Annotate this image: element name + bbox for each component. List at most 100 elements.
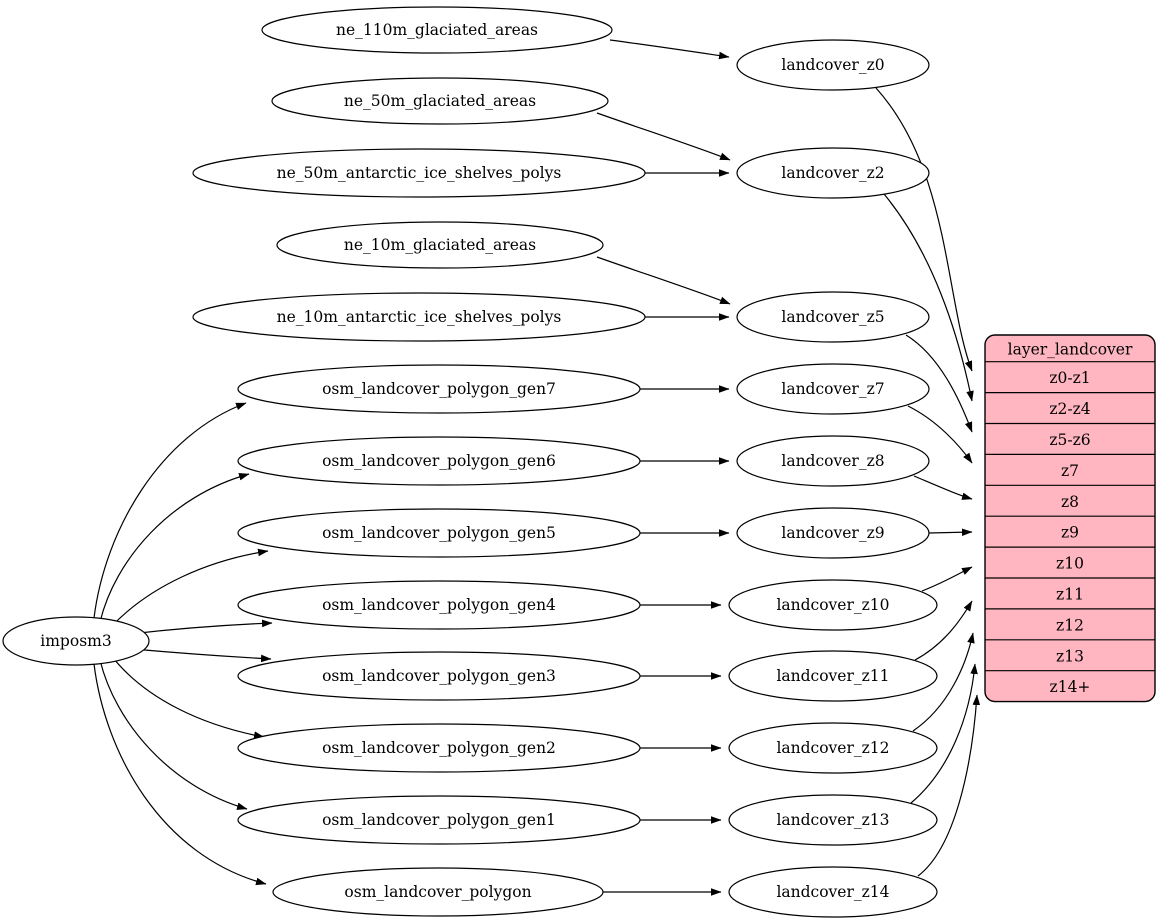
edge-ne-10m-glaciated-areas-to-landcover-z5 bbox=[596, 256, 731, 305]
table-row-z2-z4: z2-z4 bbox=[1049, 400, 1090, 418]
table-row-z13: z13 bbox=[1056, 647, 1084, 665]
node-landcover-z12: landcover_z12 bbox=[728, 722, 938, 774]
edge-imposm3-to-osm-landcover-polygon-gen1 bbox=[99, 659, 248, 810]
node-ellipse bbox=[261, 6, 613, 54]
node-label: landcover_z12 bbox=[776, 739, 889, 757]
edge-landcover-z13-to-layer-landcover-z13 bbox=[910, 663, 978, 804]
table-row-z7: z7 bbox=[1061, 462, 1079, 480]
edge-path bbox=[132, 648, 272, 663]
node-label: landcover_z0 bbox=[781, 56, 884, 74]
edge-path bbox=[129, 619, 273, 635]
node-label: landcover_z5 bbox=[781, 308, 884, 326]
edge-path bbox=[93, 402, 247, 619]
edge-path bbox=[914, 600, 973, 661]
node-label: ne_10m_glaciated_areas bbox=[344, 236, 536, 254]
node-label: osm_landcover_polygon bbox=[344, 883, 531, 901]
node-label: osm_landcover_polygon_gen5 bbox=[322, 524, 556, 542]
node-ellipse bbox=[237, 795, 641, 845]
edge-landcover-z2-to-layer-landcover-z2-z4 bbox=[883, 193, 974, 402]
node-osm-landcover-polygon-gen6: osm_landcover_polygon_gen6 bbox=[237, 436, 641, 486]
edge-imposm3-to-osm-landcover-polygon-gen6 bbox=[99, 473, 250, 623]
node-ellipse bbox=[736, 39, 930, 91]
node-label: landcover_z2 bbox=[781, 164, 884, 182]
table-row-z9: z9 bbox=[1061, 524, 1079, 542]
table-outline bbox=[984, 334, 1156, 703]
edge-path bbox=[93, 663, 267, 886]
node-ne-10m-antarctic-ice-shelves-polys: ne_10m_antarctic_ice_shelves_polys bbox=[192, 292, 646, 342]
node-ellipse bbox=[736, 363, 930, 415]
node-ellipse bbox=[736, 291, 930, 343]
edge-landcover-z12-to-layer-landcover-z12 bbox=[912, 632, 975, 732]
node-landcover-z9: landcover_z9 bbox=[736, 507, 930, 559]
node-label: ne_50m_antarctic_ice_shelves_polys bbox=[277, 164, 562, 182]
node-label: landcover_z9 bbox=[781, 524, 884, 542]
node-landcover-z11: landcover_z11 bbox=[728, 650, 938, 702]
table-layer-landcover: layer_landcoverz0-z1z2-z4z5-z6z7z8z9z10z… bbox=[984, 334, 1156, 703]
node-ellipse bbox=[736, 435, 930, 487]
edge-path bbox=[910, 663, 978, 804]
node-ellipse bbox=[237, 651, 641, 701]
edge-imposm3-to-osm-landcover-polygon-gen2 bbox=[109, 653, 265, 739]
node-ellipse bbox=[728, 794, 938, 846]
node-landcover-z13: landcover_z13 bbox=[728, 794, 938, 846]
edge-landcover-z14-to-layer-landcover-z14- bbox=[917, 694, 981, 877]
edge-path bbox=[905, 334, 973, 433]
node-landcover-z7: landcover_z7 bbox=[736, 363, 930, 415]
node-ellipse bbox=[728, 722, 938, 774]
node-landcover-z14: landcover_z14 bbox=[728, 866, 938, 918]
node-label: osm_landcover_polygon_gen7 bbox=[322, 380, 556, 398]
node-ellipse bbox=[271, 77, 609, 125]
table-row-z12: z12 bbox=[1056, 616, 1084, 634]
node-osm-landcover-polygon-gen4: osm_landcover_polygon_gen4 bbox=[237, 580, 641, 630]
node-ellipse bbox=[728, 579, 938, 631]
edge-path bbox=[928, 528, 973, 537]
node-ellipse bbox=[237, 364, 641, 414]
node-label: landcover_z14 bbox=[776, 883, 889, 901]
node-label: landcover_z8 bbox=[781, 452, 884, 470]
node-label: osm_landcover_polygon_gen1 bbox=[322, 811, 556, 829]
edge-imposm3-to-osm-landcover-polygon-gen7 bbox=[93, 402, 247, 619]
edge-path bbox=[109, 653, 265, 739]
node-landcover-z10: landcover_z10 bbox=[728, 579, 938, 631]
node-ellipse bbox=[736, 507, 930, 559]
node-label: ne_110m_glaciated_areas bbox=[336, 21, 538, 39]
edge-path bbox=[912, 632, 975, 732]
node-osm-landcover-polygon-gen5: osm_landcover_polygon_gen5 bbox=[237, 508, 641, 558]
node-label: landcover_z7 bbox=[781, 380, 884, 398]
edge-landcover-z7-to-layer-landcover-z7 bbox=[907, 405, 973, 464]
edge-landcover-z9-to-layer-landcover-z9 bbox=[928, 528, 973, 537]
node-ellipse bbox=[237, 580, 641, 630]
edge-imposm3-to-osm-landcover-polygon bbox=[93, 663, 267, 886]
edge-path bbox=[875, 87, 973, 372]
node-label: imposm3 bbox=[40, 632, 111, 650]
node-landcover-z5: landcover_z5 bbox=[736, 291, 930, 343]
node-label: osm_landcover_polygon_gen2 bbox=[322, 739, 556, 757]
node-ellipse bbox=[192, 148, 646, 198]
node-osm-landcover-polygon: osm_landcover_polygon bbox=[272, 867, 604, 917]
node-ne-50m-antarctic-ice-shelves-polys: ne_50m_antarctic_ice_shelves_polys bbox=[192, 148, 646, 198]
edge-landcover-z0-to-layer-landcover-z0-z1 bbox=[875, 87, 973, 372]
edge-path bbox=[99, 659, 248, 810]
node-osm-landcover-polygon-gen2: osm_landcover_polygon_gen2 bbox=[237, 723, 641, 773]
table-title: layer_landcover bbox=[1008, 340, 1133, 358]
node-label: ne_50m_glaciated_areas bbox=[344, 92, 536, 110]
node-ellipse bbox=[237, 723, 641, 773]
table-row-z14-: z14+ bbox=[1050, 678, 1091, 696]
edge-path bbox=[913, 475, 973, 500]
node-ellipse bbox=[272, 867, 604, 917]
nodes-layer: imposm3 ne_110m_glaciated_areas ne_50m_gla… bbox=[2, 6, 1156, 918]
table-row-z0-z1: z0-z1 bbox=[1049, 369, 1090, 387]
table-row-z10: z10 bbox=[1056, 555, 1084, 573]
edge-path bbox=[109, 548, 269, 629]
edge-path bbox=[99, 473, 250, 623]
node-ellipse bbox=[276, 221, 604, 269]
node-ellipse bbox=[237, 508, 641, 558]
node-landcover-z0: landcover_z0 bbox=[736, 39, 930, 91]
edges-layer bbox=[93, 39, 981, 896]
edge-landcover-z8-to-layer-landcover-z8 bbox=[913, 475, 973, 500]
edge-path bbox=[917, 694, 981, 877]
node-ellipse bbox=[237, 436, 641, 486]
node-ne-110m-glaciated-areas: ne_110m_glaciated_areas bbox=[261, 6, 613, 54]
edge-path bbox=[596, 112, 731, 161]
